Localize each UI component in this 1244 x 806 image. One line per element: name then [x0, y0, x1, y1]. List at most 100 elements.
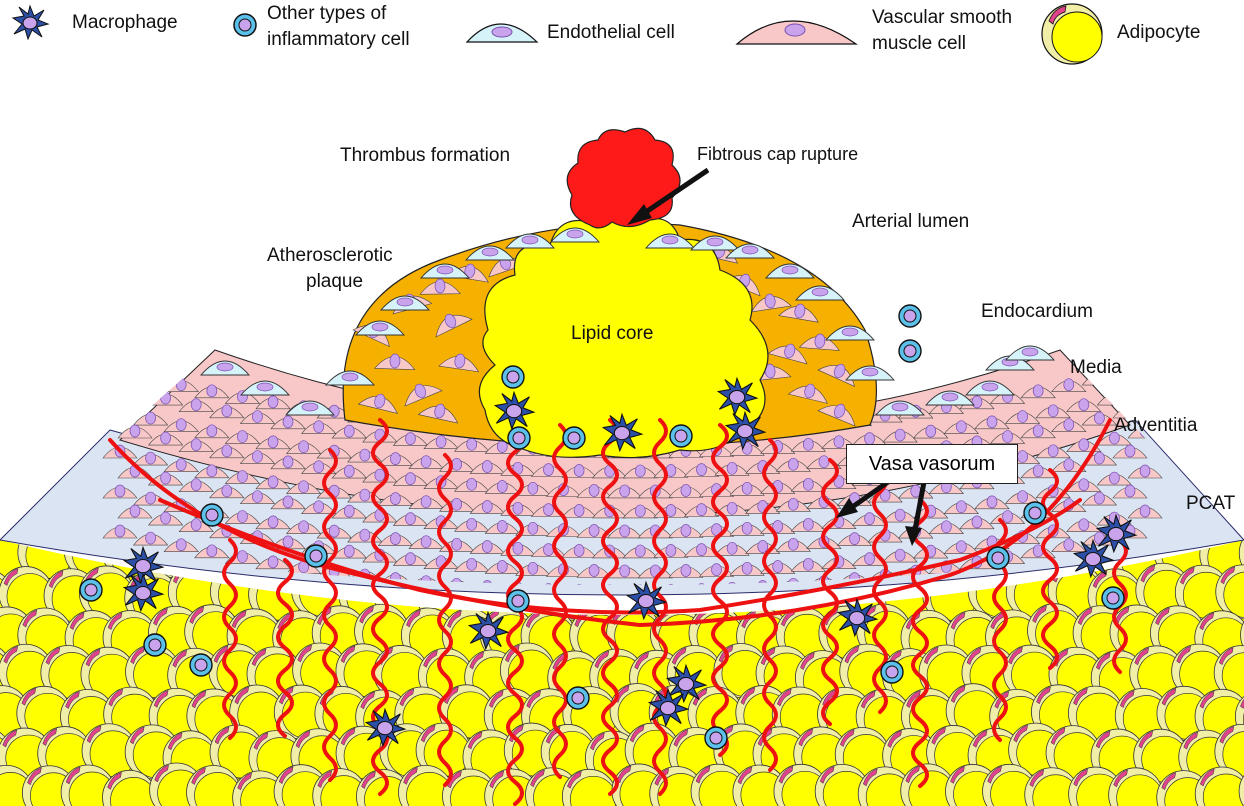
inflammatory-cell	[507, 426, 531, 450]
vsmc-cell	[102, 364, 138, 379]
inflammatory-cell	[986, 546, 1010, 570]
plaque-vsmc-cell	[357, 393, 398, 414]
media-label: Media	[1070, 357, 1122, 378]
vsmc-cell	[573, 584, 585, 585]
vsmc-cell	[132, 531, 169, 546]
adipocyte	[1068, 685, 1123, 741]
legend-inflammatory-label-1: Other types of	[267, 3, 387, 24]
vsmc-cell	[178, 398, 214, 412]
vsmc-cell	[974, 415, 1010, 430]
vsmc-cell	[1051, 458, 1087, 472]
vsmc-cell	[209, 404, 245, 419]
vsmc-cell	[1066, 478, 1102, 492]
macrophage	[625, 580, 668, 621]
endothelial-cell	[845, 365, 895, 381]
vsmc-cell	[604, 584, 616, 585]
vsmc-cell	[1066, 398, 1102, 412]
vsmc-cell	[729, 561, 765, 576]
vasa-vasorum-branch	[652, 418, 668, 796]
vsmc-cell	[102, 484, 138, 499]
vsmc-cell	[255, 475, 291, 490]
vsmc-cell	[1112, 444, 1148, 459]
vsmc-cell	[209, 484, 245, 499]
vsmc-cell	[270, 455, 306, 470]
plaque-label-1: Atherosclerotic	[267, 245, 393, 266]
inflammatory-cells	[79, 304, 1125, 750]
vsmc-cell	[178, 438, 214, 452]
vasa-vasorum-arrow-2	[905, 481, 927, 546]
vsmc-cell	[102, 404, 138, 419]
endothelial-cell	[380, 295, 430, 311]
vsmc-cell	[469, 460, 505, 474]
vsmc-cell	[607, 524, 643, 539]
vsmc-cell	[255, 435, 291, 450]
adipocyte	[1133, 728, 1189, 784]
vsmc-cell	[301, 420, 337, 435]
vsmc-cell	[1035, 404, 1071, 419]
inflammatory-cell	[669, 424, 693, 448]
vsmc-cell	[943, 540, 979, 555]
plaque-vsmc-cell	[751, 293, 792, 313]
pcat-label: PCAT	[1186, 493, 1236, 514]
vsmc-cell	[882, 428, 918, 443]
vasa-vasorum-branch	[711, 423, 729, 757]
vsmc-cell	[745, 460, 781, 474]
adipocyte	[415, 722, 471, 778]
vsmc-cell	[301, 460, 337, 475]
vsmc-cell	[790, 557, 826, 572]
vsmc-cell	[377, 492, 414, 506]
vasa-vasorum-branch	[821, 458, 839, 726]
vsmc-cell	[515, 561, 551, 576]
macrophage	[647, 687, 690, 728]
macrophage-legend-icon	[11, 4, 50, 41]
vsmc-cell	[178, 478, 214, 492]
plaque-vsmc-cell	[787, 383, 828, 404]
vsmc-cell	[117, 504, 153, 519]
vsmc-cell	[634, 584, 646, 585]
legend-adipocyte-label: Adipocyte	[1117, 22, 1201, 43]
vsmc-cell	[331, 464, 367, 479]
endothelial-cell	[725, 243, 775, 259]
vsmc-cell	[760, 520, 796, 534]
vsmc-cell	[607, 484, 643, 499]
adipocyte	[373, 645, 429, 700]
inflammatory-cell-legend-icon	[233, 13, 257, 37]
vsmc-cell	[683, 463, 720, 477]
vsmc-cell	[1051, 378, 1087, 392]
vasa-vasorum-branch	[437, 453, 453, 787]
vsmc-cell	[454, 437, 490, 452]
adipocyte	[900, 763, 956, 806]
vsmc-cell	[117, 384, 153, 399]
vsmc-cell	[1081, 491, 1118, 506]
adipocyte	[1238, 540, 1244, 581]
vsmc-cell	[665, 584, 677, 585]
vsmc-cell	[255, 515, 291, 530]
vsmc-cell	[484, 480, 520, 494]
endothelial-cell-legend-icon	[465, 23, 539, 43]
vasa-vasorum-arrow-1	[836, 479, 890, 518]
vsmc-cell	[270, 495, 306, 510]
endothelial-cell	[1005, 345, 1055, 361]
vsmc-cell	[683, 503, 720, 517]
vasa-vasorum-branch	[322, 448, 338, 782]
vsmc-cell	[729, 481, 765, 496]
vsmc-cell	[132, 371, 169, 386]
vsmc-cell	[515, 521, 551, 536]
thrombus-formation-label: Thrombus formation	[340, 145, 511, 166]
vsmc-cell	[194, 384, 230, 399]
vsmc-cell	[1066, 518, 1102, 532]
vsmc-cell	[286, 480, 322, 495]
inflammatory-cell	[880, 660, 904, 684]
endothelium	[200, 227, 1055, 416]
vsmc-cell	[989, 430, 1026, 444]
vsmc-cell	[392, 512, 429, 526]
vsmc-cell	[959, 515, 995, 530]
vsmc-cell	[194, 424, 230, 439]
vsmc-cell	[132, 411, 169, 426]
vsmc-cell	[775, 537, 811, 552]
endothelial-cell	[505, 233, 555, 249]
endothelial-cell	[200, 360, 250, 376]
vsmc-cell	[163, 418, 199, 432]
macrophage	[665, 663, 708, 704]
vsmc-cell	[668, 484, 704, 498]
